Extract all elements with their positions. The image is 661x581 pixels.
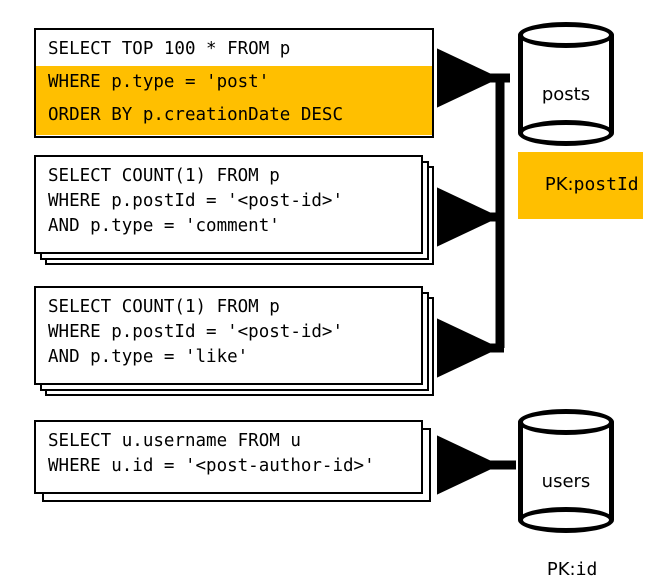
pk-field: id [575, 559, 598, 580]
datastore-users-primary-key: PK:id [524, 538, 597, 581]
cylinder-bottom-ellipse [518, 507, 614, 533]
query-card-face: SELECT TOP 100 * FROM p WHERE p.type = '… [34, 28, 434, 138]
query-card-top-posts[interactable]: SELECT TOP 100 * FROM p WHERE p.type = '… [34, 28, 434, 138]
query-card-comment-count[interactable]: SELECT COUNT(1) FROM p WHERE p.postId = … [34, 155, 434, 265]
datastore-label: posts [541, 84, 591, 105]
query-card-face: SELECT COUNT(1) FROM p WHERE p.postId = … [34, 155, 423, 254]
query-line: SELECT COUNT(1) FROM p [48, 166, 280, 186]
query-card-like-count[interactable]: SELECT COUNT(1) FROM p WHERE p.postId = … [34, 286, 434, 396]
query-line: WHERE p.postId = '<post-id>' [48, 191, 344, 211]
query-line-highlighted: WHERE p.type = 'post' [36, 66, 432, 99]
datastore-posts[interactable]: posts [518, 22, 614, 146]
cylinder-top-ellipse [518, 409, 614, 435]
cylinder-top-ellipse [518, 22, 614, 48]
cylinder-body [518, 35, 614, 133]
query-line-highlighted: ORDER BY p.creationDate DESC [36, 99, 432, 135]
datastore-label: users [541, 471, 591, 492]
query-line: SELECT COUNT(1) FROM p [48, 297, 280, 317]
query-line: SELECT TOP 100 * FROM p [48, 39, 291, 59]
pk-prefix: PK: [544, 174, 574, 195]
pk-field: postId [573, 174, 639, 195]
query-line: SELECT u.username FROM u [48, 431, 301, 451]
cylinder-bottom-ellipse [518, 120, 614, 146]
query-card-author-username[interactable]: SELECT u.username FROM u WHERE u.id = '<… [34, 420, 434, 505]
cylinder-body [518, 422, 614, 520]
query-line: WHERE p.postId = '<post-id>' [48, 322, 344, 342]
query-card-face: SELECT u.username FROM u WHERE u.id = '<… [34, 420, 423, 494]
datastore-users[interactable]: users [518, 409, 614, 533]
pk-prefix: PK: [546, 559, 576, 580]
query-line: WHERE u.id = '<post-author-id>' [48, 456, 375, 476]
query-line: AND p.type = 'like' [48, 347, 249, 367]
datastore-posts-primary-key: PK:postId [518, 152, 643, 219]
query-card-face: SELECT COUNT(1) FROM p WHERE p.postId = … [34, 286, 423, 385]
query-line: AND p.type = 'comment' [48, 216, 280, 236]
